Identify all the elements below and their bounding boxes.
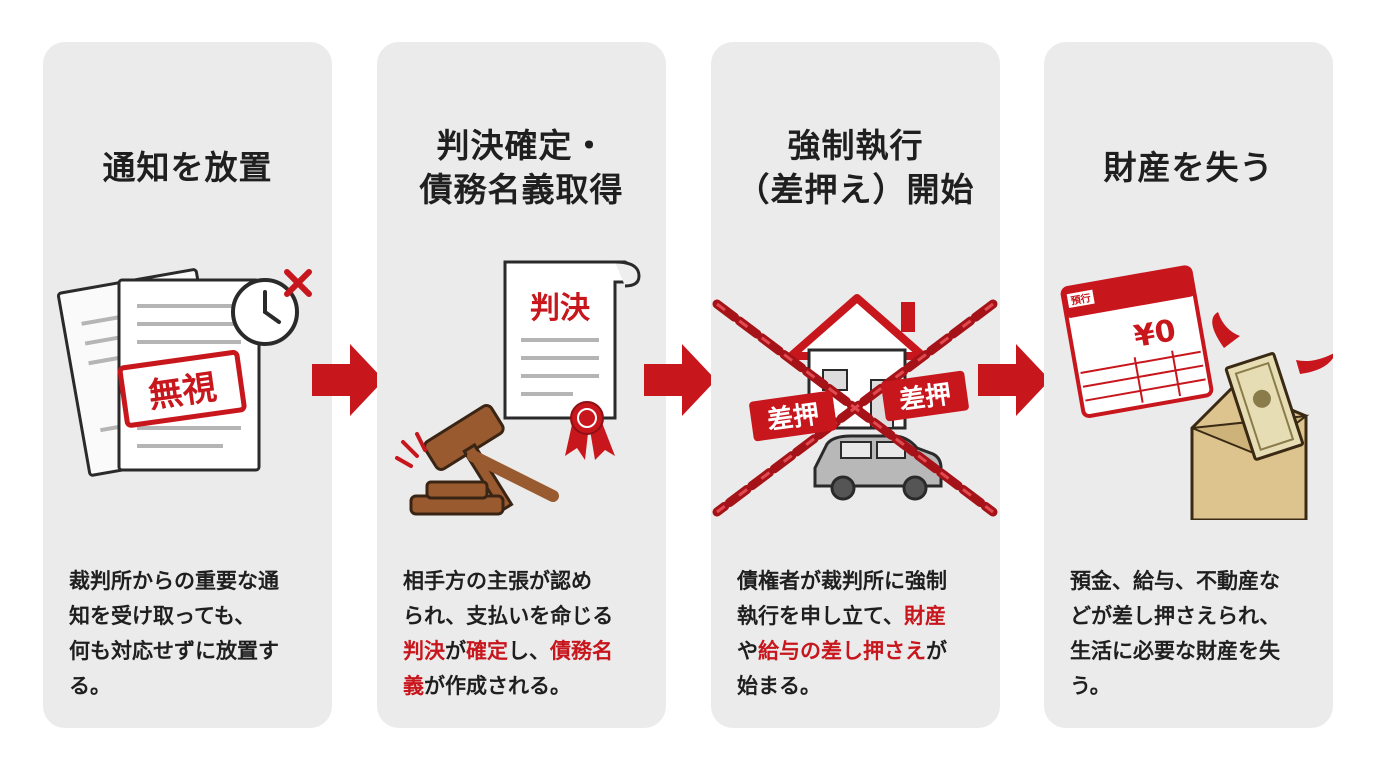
step-title: 判決確定・ 債務名義取得: [377, 124, 666, 212]
wing-icon: [1212, 312, 1333, 374]
desc-line: どが差し押さえられ、: [1070, 604, 1281, 628]
desc-highlight: 債務名: [550, 639, 613, 663]
step-title-line: 強制執行: [787, 126, 924, 165]
ignore-illustration: 無視: [56, 268, 312, 477]
passbook-label: 預行: [1070, 291, 1092, 307]
step-title: 強制執行 （差押え）開始: [711, 124, 1000, 212]
clock-icon: [231, 278, 299, 346]
step-card-1: 通知を放置 無視: [43, 42, 332, 728]
desc-segment: が作成される。: [424, 674, 571, 698]
desc-line: る。: [69, 674, 111, 698]
step-card-4: 財産を失う 預行 ¥0 預金、給与、不動産: [1044, 42, 1333, 728]
desc-highlight: 財産: [903, 604, 946, 628]
seizure-illustration: 差押 差押: [712, 294, 998, 517]
desc-line: う。: [1070, 674, 1111, 698]
desc-highlight: 義: [403, 674, 424, 698]
arrow-right-icon: [978, 344, 1050, 416]
step-description: 債権者が裁判所に強制 執行を申し立て、財産 や給与の差し押さえが 始まる。: [737, 564, 984, 704]
desc-segment: 債権者が裁判所に強制: [737, 569, 947, 593]
step-title-line: （差押え）開始: [736, 170, 975, 209]
desc-line: 何も対応せずに放置す: [69, 639, 279, 663]
desc-line: 知を受け取っても、: [69, 604, 256, 628]
car-icon: [813, 434, 943, 501]
seizure-tag-text: 差押: [765, 399, 821, 437]
desc-highlight: 給与の差し押さえ: [758, 639, 926, 663]
ignore-stamp: 無視: [117, 349, 247, 428]
flying-money-icon: [1224, 352, 1305, 461]
desc-line: 生活に必要な財産を失: [1070, 639, 1280, 663]
desc-highlight: 確定: [466, 639, 508, 663]
loss-illustration: 預行 ¥0: [1060, 265, 1333, 520]
step-description: 裁判所からの重要な通 知を受け取っても、 何も対応せずに放置す る。: [69, 564, 316, 704]
step-card-2: 判決確定・ 債務名義取得 判決: [377, 42, 666, 728]
judgment-title: 判決: [530, 291, 591, 326]
desc-segment: 執行を申し立て、: [737, 604, 904, 628]
step-title: 財産を失う: [1044, 146, 1333, 190]
desc-line: 裁判所からの重要な通: [69, 569, 279, 593]
judgment-illustration: 判決: [395, 260, 641, 516]
arrow-right-icon: [312, 344, 384, 416]
desc-segment: し、: [508, 639, 550, 663]
arrow-right-icon: [644, 344, 716, 416]
gavel-icon: [395, 404, 559, 516]
desc-segment: 始まる。: [737, 674, 821, 698]
step-title: 通知を放置: [43, 146, 332, 190]
cross-icon: [284, 269, 312, 297]
step-title-line: 債務名義取得: [419, 170, 624, 209]
step-card-3: 強制執行 （差押え）開始 差押: [711, 42, 1000, 728]
desc-segment: が: [445, 639, 466, 663]
step-title-line: 判決確定・: [436, 126, 607, 165]
step-title-line: 財産を失う: [1103, 148, 1274, 187]
desc-highlight: 判決: [403, 639, 445, 663]
seizure-tag: 差押: [749, 390, 837, 442]
stamp-text: 無視: [146, 367, 219, 416]
seizure-tag: 差押: [881, 370, 969, 422]
judgment-scroll-icon: 判決: [503, 260, 641, 420]
desc-line: 預金、給与、不動産な: [1070, 569, 1280, 593]
step-description: 相手方の主張が認め られ、支払いを命じる 判決が確定し、債務名 義が作成される。: [403, 564, 650, 704]
passbook-icon: 預行 ¥0: [1060, 265, 1214, 419]
step-title-line: 通知を放置: [102, 148, 273, 187]
chain-icon: [716, 302, 994, 514]
desc-segment: や: [737, 639, 758, 663]
desc-segment: が: [926, 639, 947, 663]
seizure-tag-text: 差押: [897, 379, 953, 417]
desc-segment: られ、支払いを命じる: [403, 604, 614, 628]
ribbon-seal-icon: [565, 401, 615, 460]
desc-segment: 相手方の主張が認め: [403, 569, 592, 593]
passbook-amount: ¥0: [1131, 313, 1178, 355]
step-description: 預金、給与、不動産な どが差し押さえられ、 生活に必要な財産を失 う。: [1070, 564, 1317, 704]
